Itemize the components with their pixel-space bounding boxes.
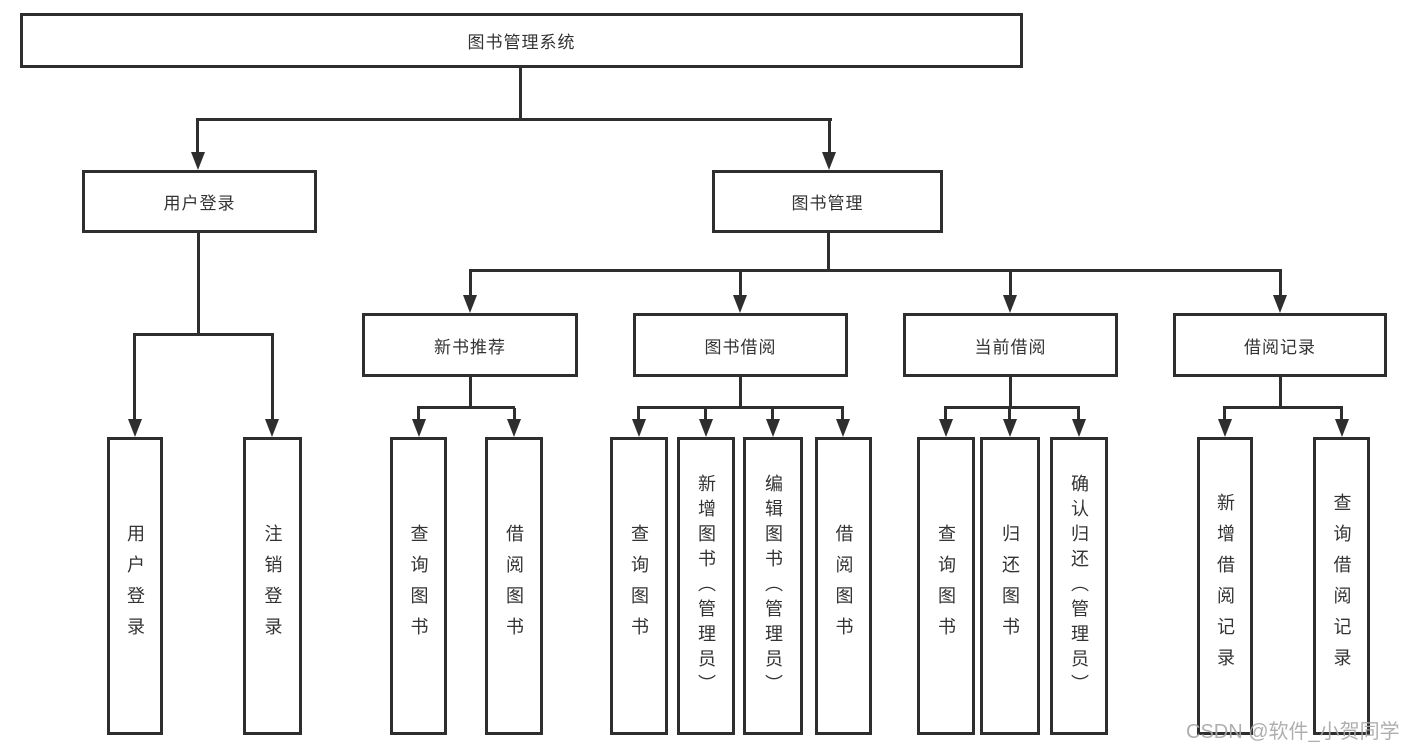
arrow-down-icon (632, 419, 646, 437)
connector-hline (637, 406, 844, 409)
connector-stub (1279, 377, 1282, 408)
connector-hline (1223, 406, 1343, 409)
connector-stem-l2 (1279, 271, 1282, 297)
leaf-label: 新增借阅记录 (1215, 493, 1235, 679)
connector-hline (417, 406, 515, 409)
leaf-query-books-current: 查询图书 (917, 437, 975, 735)
arrow-down-icon (463, 295, 477, 313)
connector-stem-leaf (1008, 408, 1011, 420)
arrow-down-icon (1003, 419, 1017, 437)
connector-stem-leaf (417, 408, 420, 420)
connector-stem-leaf (771, 408, 774, 420)
node-borrowing-records: 借阅记录 (1173, 313, 1387, 377)
arrow-down-icon (507, 419, 521, 437)
leaf-label: 编辑图书（管理员） (763, 473, 783, 699)
node-label: 图书借阅 (704, 337, 777, 357)
connector-stem-leaf (513, 408, 516, 420)
connector-bookmgmt-stub (827, 233, 830, 272)
arrow-down-icon (836, 419, 850, 437)
node-new-book-recommend: 新书推荐 (362, 313, 578, 377)
connector-bookmgmt-hline (469, 269, 1282, 272)
connector-userlogin-hline (133, 333, 274, 336)
connector-stem-leaf (1223, 408, 1226, 420)
leaf-label: 确认归还（管理员） (1069, 473, 1089, 699)
arrow-down-icon (1072, 419, 1086, 437)
connector-stem-leaf (133, 335, 136, 420)
connector-stem-l2 (739, 271, 742, 297)
connector-root-stub (519, 68, 522, 121)
connector-stem-leaf (271, 335, 274, 420)
node-user-login: 用户登录 (82, 170, 317, 233)
leaf-return-books: 归还图书 (980, 437, 1040, 735)
leaf-add-borrow-record: 新增借阅记录 (1197, 437, 1253, 735)
arrow-down-icon (766, 419, 780, 437)
leaf-label: 新增图书（管理员） (696, 473, 716, 699)
leaf-borrow-books-recommend: 借阅图书 (485, 437, 543, 735)
connector-userlogin-stub (197, 233, 200, 335)
arrow-down-icon (939, 419, 953, 437)
connector-stem-leaf (1077, 408, 1080, 420)
leaf-label: 查询图书 (629, 524, 649, 648)
arrow-down-icon (1335, 419, 1349, 437)
node-label: 图书管理系统 (467, 33, 576, 52)
node-library-management-system: 图书管理系统 (20, 13, 1023, 68)
arrow-down-icon (265, 419, 279, 437)
connector-stub (739, 377, 742, 408)
arrow-down-icon (412, 419, 426, 437)
leaf-confirm-return-admin: 确认归还（管理员） (1050, 437, 1108, 735)
leaf-query-books-recommend: 查询图书 (390, 437, 447, 735)
arrow-down-icon (128, 419, 142, 437)
node-label: 用户登录 (163, 194, 236, 213)
node-book-management: 图书管理 (712, 170, 943, 233)
arrow-down-icon (733, 295, 747, 313)
connector-stub (1009, 377, 1012, 408)
node-label: 当前借阅 (974, 337, 1047, 357)
csdn-watermark: CSDN @软件_小贺同学 (1186, 721, 1400, 743)
leaf-add-books-admin: 新增图书（管理员） (677, 437, 735, 735)
leaf-label: 归还图书 (1000, 524, 1020, 648)
leaf-borrow-books: 借阅图书 (815, 437, 872, 735)
connector-stem-l2 (469, 271, 472, 297)
connector-stem-leaf (841, 408, 844, 420)
leaf-label: 注销登录 (262, 524, 283, 648)
arrow-down-icon (191, 152, 205, 170)
node-label: 新书推荐 (434, 337, 506, 357)
node-book-borrowing: 图书借阅 (633, 313, 848, 377)
arrow-down-icon (699, 419, 713, 437)
arrow-down-icon (822, 152, 836, 170)
arrow-down-icon (1003, 295, 1017, 313)
node-label: 图书管理 (791, 194, 864, 213)
leaf-label: 查询图书 (936, 524, 956, 648)
connector-root-hline (196, 118, 832, 121)
leaf-query-books-borrowing: 查询图书 (610, 437, 668, 735)
connector-stem-leaf (944, 408, 947, 420)
node-current-borrowing: 当前借阅 (903, 313, 1118, 377)
connector-stem-leaf (637, 408, 640, 420)
arrow-down-icon (1273, 295, 1287, 313)
leaf-logout: 注销登录 (243, 437, 302, 735)
leaf-label: 查询借阅记录 (1331, 493, 1352, 679)
leaf-user-login: 用户登录 (107, 437, 163, 735)
connector-stub (469, 377, 472, 408)
arrow-down-icon (1218, 419, 1232, 437)
leaf-query-borrow-record: 查询借阅记录 (1313, 437, 1370, 735)
connector-stem-book-management (828, 120, 831, 153)
leaf-label: 用户登录 (125, 524, 145, 648)
connector-hline (944, 406, 1080, 409)
connector-stem-l2 (1009, 271, 1012, 297)
leaf-label: 查询图书 (408, 524, 429, 648)
connector-stem-leaf (704, 408, 707, 420)
node-label: 借阅记录 (1244, 337, 1316, 357)
leaf-label: 借阅图书 (833, 524, 854, 648)
connector-stem-user-login (196, 120, 199, 153)
leaf-label: 借阅图书 (504, 524, 524, 648)
leaf-edit-books-admin: 编辑图书（管理员） (743, 437, 803, 735)
connector-stem-leaf (1340, 408, 1343, 420)
